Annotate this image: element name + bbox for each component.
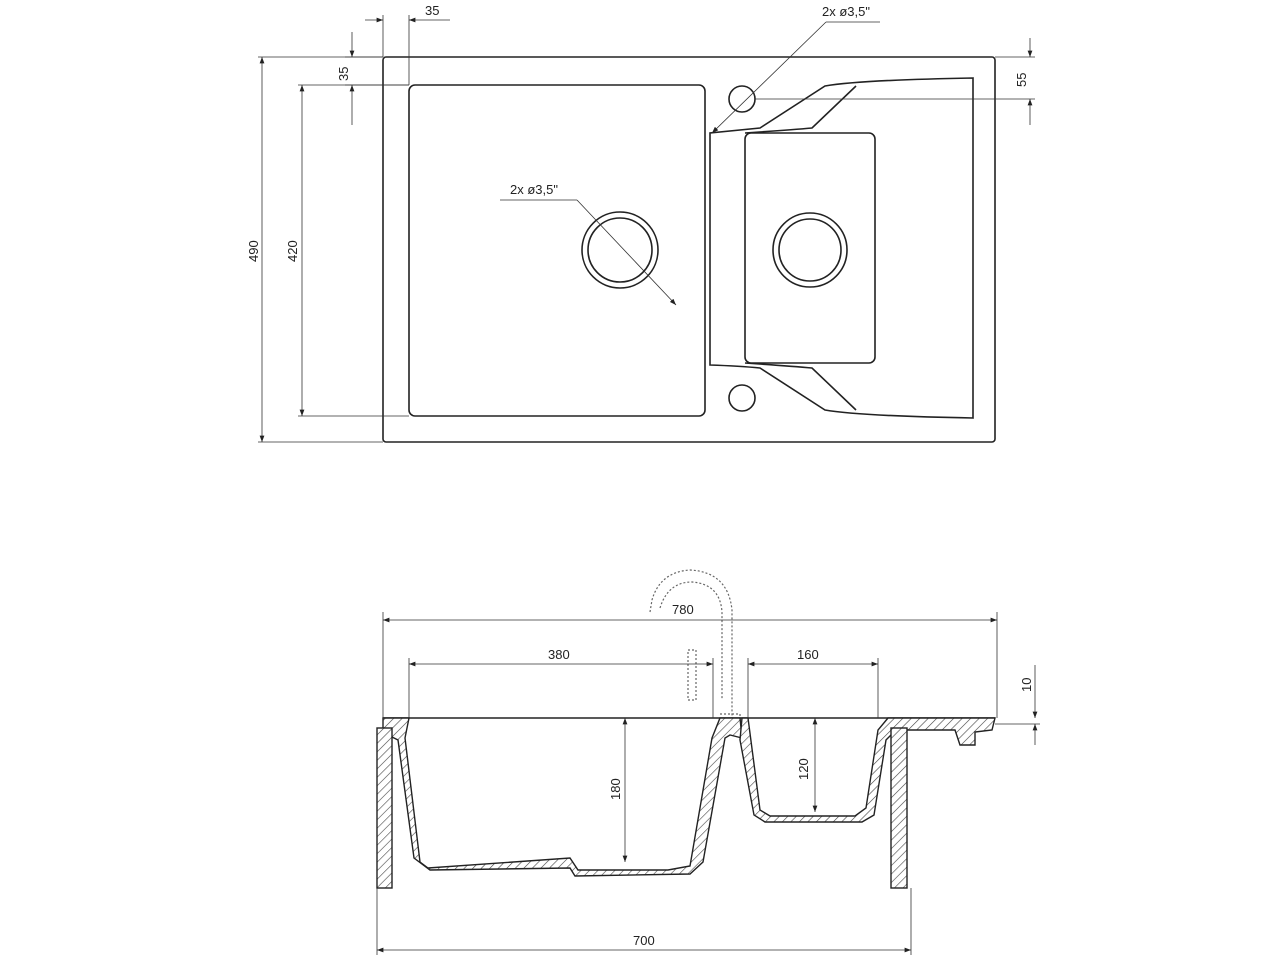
sink-outline [382, 56, 996, 443]
faucet-hole-top [728, 85, 756, 113]
dim-label: 35 [425, 3, 439, 18]
section-view: 780 380 160 10 180 120 [376, 569, 1040, 955]
dim-label: 10 [1019, 678, 1034, 692]
dim-label: 180 [608, 778, 623, 800]
dim-bowl-depth: 420 [285, 84, 409, 417]
dim-label: 120 [796, 758, 811, 780]
dim-main-bowl-width: 380 [408, 647, 714, 718]
main-drain [581, 211, 659, 289]
dim-label: 55 [1014, 73, 1029, 87]
dim-small-bowl-depth: 120 [796, 718, 818, 812]
dim-label: 700 [633, 933, 655, 948]
dim-top-offset: 35 [336, 32, 409, 125]
faucet-hole-callout: 2x ø3,5" [711, 4, 880, 134]
dim-cutout-width: 700 [376, 888, 912, 955]
small-bowl [744, 132, 876, 364]
countertop-right [890, 727, 908, 889]
drain-callout: 2x ø3,5" [500, 182, 677, 306]
dim-label: 35 [336, 67, 351, 81]
dim-right-offset: 55 [755, 38, 1035, 125]
dim-small-bowl-width: 160 [747, 647, 879, 718]
dim-label: 780 [672, 602, 694, 617]
dim-total-width: 780 [382, 602, 998, 718]
countertop-left [376, 727, 393, 889]
dim-label: 160 [797, 647, 819, 662]
faucet-outline [649, 569, 741, 740]
dim-total-depth: 490 [246, 56, 383, 443]
faucet-hole-bottom [728, 384, 756, 412]
dim-label: 490 [246, 240, 261, 262]
top-view: 35 35 490 420 55 [246, 3, 1035, 443]
callout-label: 2x ø3,5" [510, 182, 558, 197]
small-drain [772, 212, 848, 288]
drainer-outline [709, 77, 974, 419]
dim-rim-thickness: 10 [995, 665, 1040, 745]
main-bowl [408, 84, 706, 417]
dim-left-offset: 35 [365, 3, 450, 85]
dim-label: 420 [285, 240, 300, 262]
main-bowl-section [382, 717, 743, 877]
small-bowl-section [739, 717, 996, 823]
dim-main-bowl-depth: 180 [608, 718, 628, 862]
dim-label: 380 [548, 647, 570, 662]
callout-label: 2x ø3,5" [822, 4, 870, 19]
